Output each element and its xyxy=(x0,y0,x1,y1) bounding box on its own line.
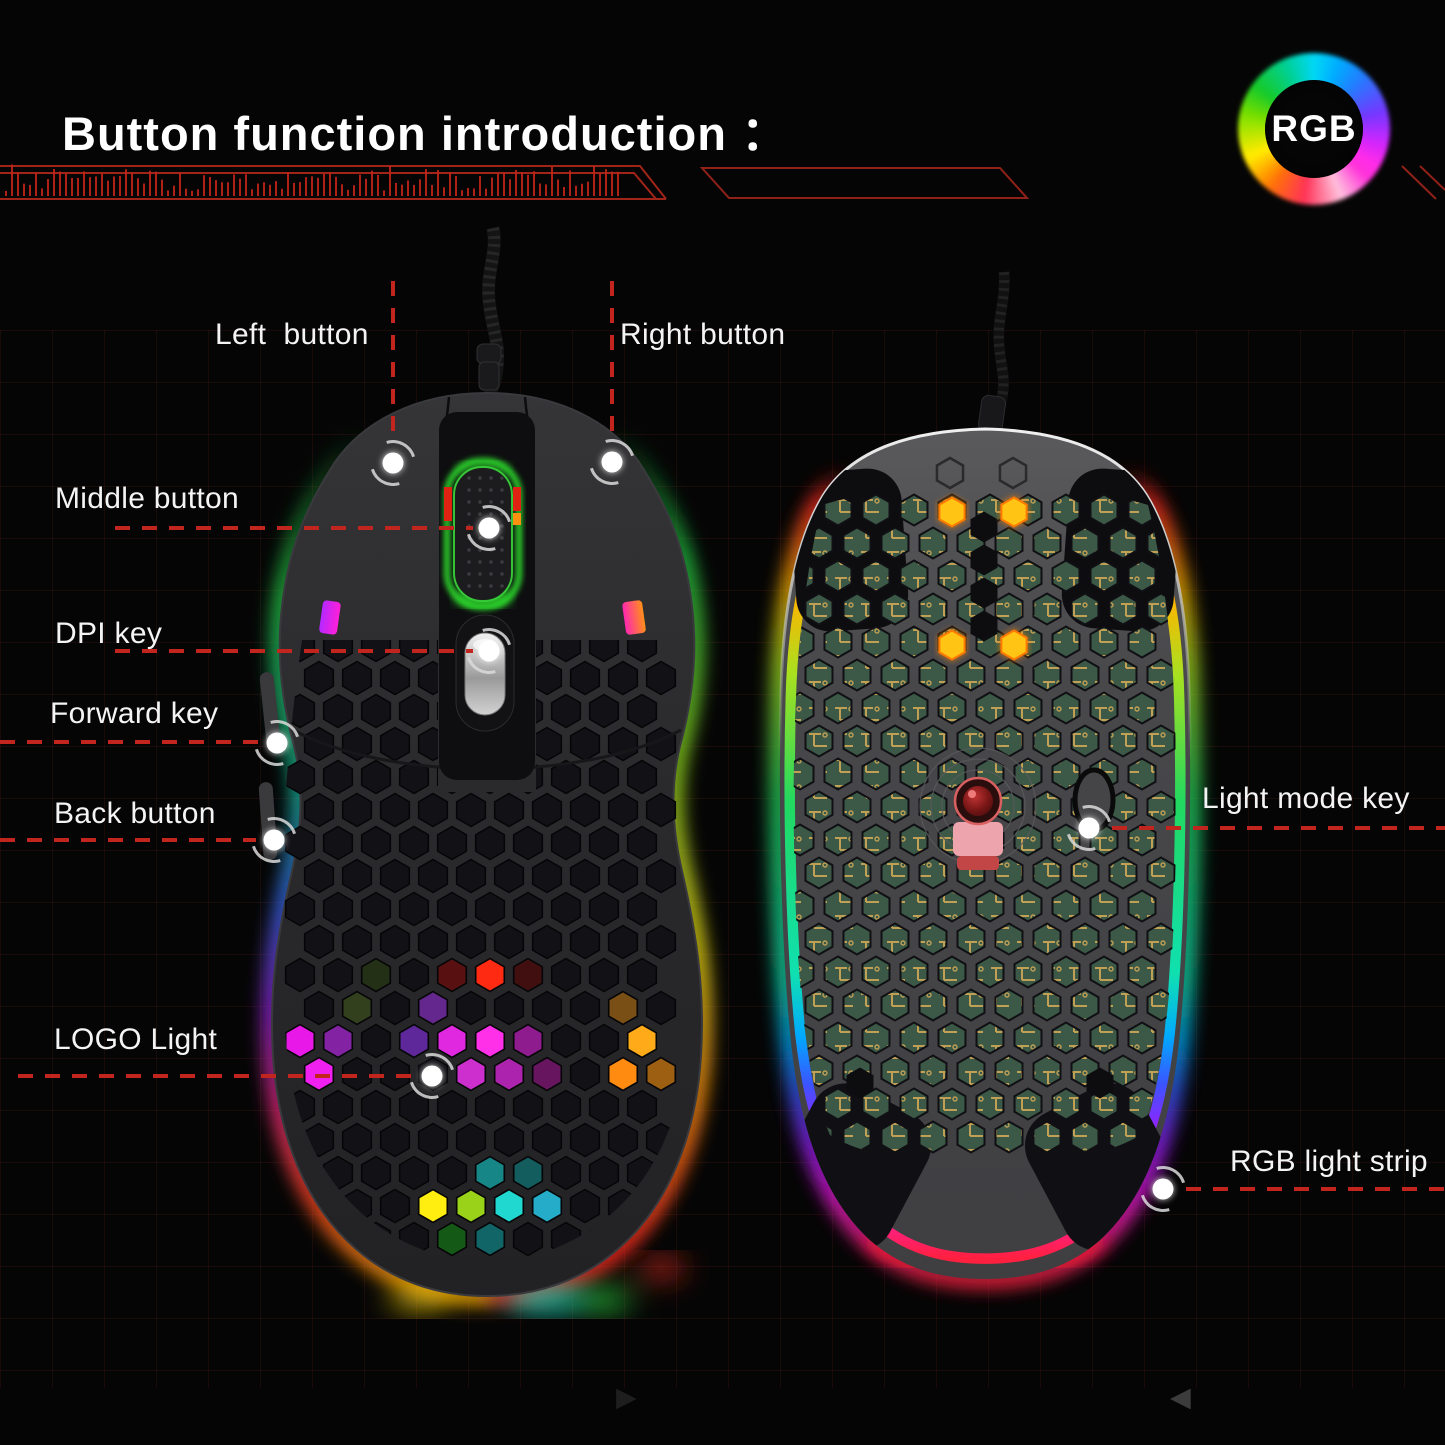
pcb-honeycomb-variants xyxy=(846,456,1114,1099)
page-title: Button function introduction ： xyxy=(62,107,789,161)
logo-glow-hexes xyxy=(286,959,675,1255)
rgb-ring-hole xyxy=(1265,80,1363,178)
wheel-rgb-glow xyxy=(444,458,522,610)
marker-logo-light xyxy=(400,1044,464,1108)
label-back-button: Back button xyxy=(54,797,216,830)
decor-parallelogram xyxy=(699,167,1030,199)
callout-line-rgb-light-strip xyxy=(1186,1187,1445,1191)
right-accent-light xyxy=(622,600,646,635)
label-middle-button: Middle button xyxy=(55,482,240,515)
label-logo-light: LOGO Light xyxy=(54,1023,218,1056)
forward-side-button xyxy=(259,672,281,746)
marker-light-mode-key xyxy=(1057,796,1121,860)
callout-line-logo-light xyxy=(18,1074,414,1078)
decor-tech-band xyxy=(0,164,1445,200)
marker-middle-button xyxy=(457,496,521,560)
callout-line-left-button xyxy=(391,281,395,441)
rgb-badge-label: RGB xyxy=(1271,108,1357,149)
marker-left-button xyxy=(361,431,425,495)
marker-rgb-light-strip xyxy=(1131,1157,1195,1221)
marker-right-button xyxy=(580,430,644,494)
background-grid xyxy=(0,330,1445,1388)
label-dpi-key: DPI key xyxy=(55,617,163,650)
callout-line-light-mode-key xyxy=(1112,826,1445,830)
optical-sensor xyxy=(919,747,1037,870)
carousel-prev-icon[interactable]: ▶ xyxy=(616,1382,637,1412)
callout-line-middle-button xyxy=(115,526,473,530)
callout-line-right-button xyxy=(610,281,614,439)
label-light-mode-key: Light mode key xyxy=(1202,782,1410,815)
mouse-cable-top xyxy=(476,226,505,402)
callout-line-back-button xyxy=(0,838,256,842)
marker-forward-key xyxy=(245,711,309,775)
callout-line-dpi-key xyxy=(115,649,473,653)
label-rgb-light-strip: RGB light strip xyxy=(1230,1145,1428,1178)
rgb-badge: RGB xyxy=(1238,53,1390,205)
left-accent-light xyxy=(319,600,341,635)
pcb-honeycomb xyxy=(793,493,1176,1154)
scroll-wheel-assembly xyxy=(439,412,535,780)
label-forward-key: Forward key xyxy=(50,697,219,730)
label-left-button: Left button xyxy=(215,318,369,351)
carousel-next-icon[interactable]: ◀ xyxy=(1170,1382,1191,1412)
mouse-bottom-view xyxy=(760,271,1195,1279)
mouse-top-view xyxy=(258,226,702,1313)
marker-back-button xyxy=(242,808,306,872)
callout-line-forward-key xyxy=(0,740,258,744)
mouse-cable-bottom xyxy=(978,271,1010,434)
marker-dpi-key xyxy=(457,619,521,683)
label-right-button: Right button xyxy=(620,318,786,351)
